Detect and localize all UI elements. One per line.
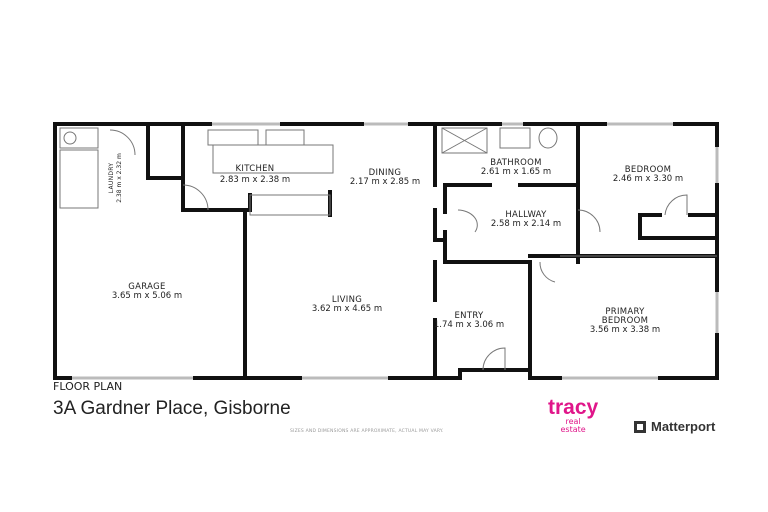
room-name: KITCHEN [236, 164, 275, 174]
room-dims: 2.61 m x 1.65 m [481, 167, 551, 177]
room-dims: 3.65 m x 5.06 m [112, 291, 182, 301]
room-name: BEDROOM [625, 165, 671, 175]
room-dims: 2.17 m x 2.85 m [350, 177, 420, 187]
room-dims: 1.74 m x 3.06 m [434, 320, 504, 330]
room-name: ENTRY [455, 311, 484, 321]
address: 3A Gardner Place, Gisborne [53, 398, 291, 419]
disclaimer: SIZES AND DIMENSIONS ARE APPROXIMATE, AC… [290, 429, 444, 434]
matterport-logo: Matterport [634, 419, 715, 434]
room-name: LAUNDRY [108, 163, 115, 194]
room-dims: 3.62 m x 4.65 m [312, 304, 382, 314]
room-name: GARAGE [128, 282, 165, 292]
logo-main: tracy [548, 396, 599, 419]
room-hallway: HALLWAY 2.58 m x 2.14 m [491, 210, 561, 229]
room-dims: 2.83 m x 2.38 m [220, 175, 290, 185]
room-kitchen: KITCHEN 2.83 m x 2.38 m [220, 164, 290, 185]
room-dims: 2.58 m x 2.14 m [491, 219, 561, 229]
room-name-line1: PRIMARY [605, 307, 645, 317]
room-dims: 3.56 m x 3.38 m [590, 325, 660, 335]
matterport-wordmark: Matterport [651, 419, 716, 434]
room-dims: 2.38 m x 2.32 m [116, 153, 123, 203]
logo-line3: estate [560, 425, 586, 434]
room-name: DINING [369, 168, 402, 178]
room-dining: DINING 2.17 m x 2.85 m [350, 168, 420, 187]
room-name: BATHROOM [490, 158, 542, 168]
tracy-real-estate-logo: tracy real estate [548, 397, 598, 434]
room-laundry: LAUNDRY 2.38 m x 2.32 m [108, 153, 123, 203]
room-living: LIVING 3.62 m x 4.65 m [312, 295, 382, 314]
room-dims: 2.46 m x 3.30 m [613, 174, 683, 184]
room-name: LIVING [332, 295, 362, 305]
room-name: HALLWAY [505, 210, 547, 220]
room-entry: ENTRY 1.74 m x 3.06 m [434, 311, 504, 330]
matterport-icon [634, 420, 646, 433]
floor-plan-label: FLOOR PLAN [53, 380, 123, 393]
logo-line2: real [565, 417, 581, 426]
room-bedroom: BEDROOM 2.46 m x 3.30 m [613, 165, 683, 184]
fixtures [59, 127, 717, 371]
room-name-line2: BEDROOM [602, 316, 648, 326]
room-primary-bedroom: PRIMARY BEDROOM 3.56 m x 3.38 m [590, 307, 660, 335]
room-bathroom: BATHROOM 2.61 m x 1.65 m [481, 158, 551, 177]
windows [70, 122, 719, 380]
walls [53, 122, 719, 380]
room-garage: GARAGE 3.65 m x 5.06 m [112, 282, 182, 301]
